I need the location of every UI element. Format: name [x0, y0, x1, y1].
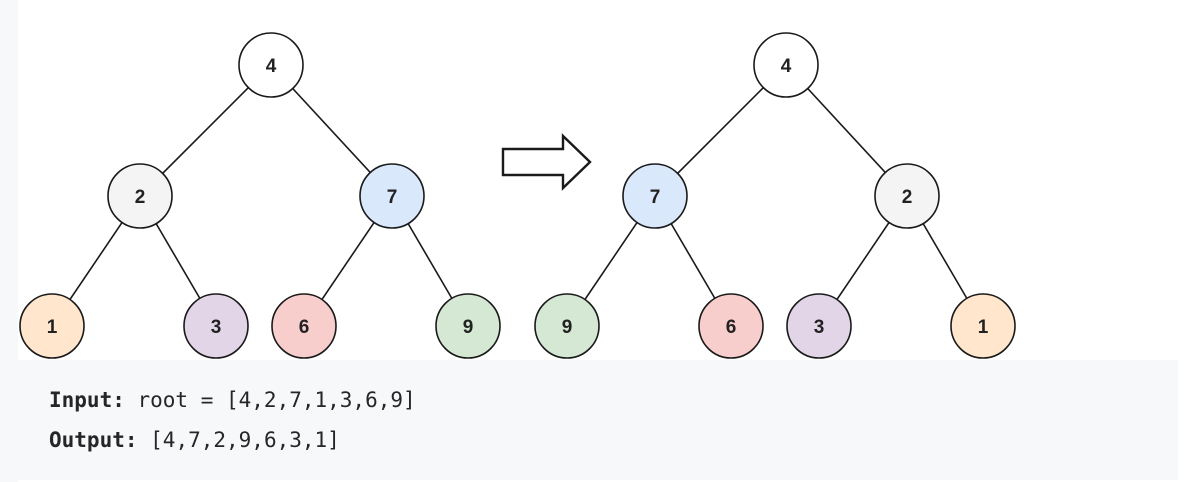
node-circle — [271, 293, 337, 359]
tree-node: 6 — [698, 293, 764, 359]
tree-node: 9 — [534, 293, 600, 359]
node-circle — [753, 32, 819, 98]
node-circle — [435, 293, 501, 359]
node-circle — [534, 293, 600, 359]
node-label: 2 — [135, 187, 146, 208]
tree-node: 2 — [107, 163, 173, 229]
node-circle — [786, 293, 852, 359]
tree-node: 7 — [359, 163, 425, 229]
tree-node: 3 — [183, 293, 249, 359]
node-label: 7 — [387, 187, 398, 208]
tree-node: 7 — [622, 163, 688, 229]
left-gutter — [0, 0, 18, 482]
tree-node: 6 — [271, 293, 337, 359]
node-label: 1 — [978, 317, 989, 338]
tree-node: 1 — [950, 293, 1016, 359]
tree-before-nodes: 4 2 7 1 3 6 9 — [19, 32, 501, 359]
node-circle — [698, 293, 764, 359]
tree-node: 9 — [435, 293, 501, 359]
node-circle — [622, 163, 688, 229]
node-label: 4 — [781, 56, 792, 77]
node-circle — [238, 32, 304, 98]
invert-tree-diagram: 4 2 7 1 3 6 9 — [19, 32, 1016, 359]
node-label: 3 — [814, 317, 825, 338]
node-label: 4 — [266, 56, 277, 77]
tree-node: 3 — [786, 293, 852, 359]
node-circle — [950, 293, 1016, 359]
node-circle — [19, 293, 85, 359]
node-circle — [359, 163, 425, 229]
tree-node: 2 — [874, 163, 940, 229]
node-circle — [183, 293, 249, 359]
input-line: Input: root = [4,2,7,1,3,6,9] — [49, 382, 1178, 422]
output-value: [4,7,2,9,6,3,1] — [137, 428, 340, 452]
tree-node: 1 — [19, 293, 85, 359]
output-label: Output: — [49, 428, 138, 452]
node-label: 9 — [463, 317, 474, 338]
node-label: 7 — [650, 187, 661, 208]
node-label: 1 — [47, 317, 58, 338]
input-value: root = [4,2,7,1,3,6,9] — [124, 388, 416, 412]
output-line: Output: [4,7,2,9,6,3,1] — [49, 422, 1178, 462]
right-arrow-icon — [501, 133, 592, 191]
node-circle — [107, 163, 173, 229]
tree-node: 4 — [753, 32, 819, 98]
node-label: 3 — [211, 317, 222, 338]
node-circle — [874, 163, 940, 229]
tree-after-nodes: 4 7 2 9 6 3 1 — [534, 32, 1016, 359]
node-label: 2 — [902, 187, 913, 208]
node-label: 9 — [562, 317, 573, 338]
input-label: Input: — [49, 388, 125, 412]
diagram-svg: 4 2 7 1 3 6 9 — [19, 32, 1016, 359]
node-label: 6 — [299, 317, 310, 338]
tree-node: 4 — [238, 32, 304, 98]
example-code-block: Input: root = [4,2,7,1,3,6,9] Output: [4… — [18, 360, 1178, 480]
node-label: 6 — [726, 317, 737, 338]
